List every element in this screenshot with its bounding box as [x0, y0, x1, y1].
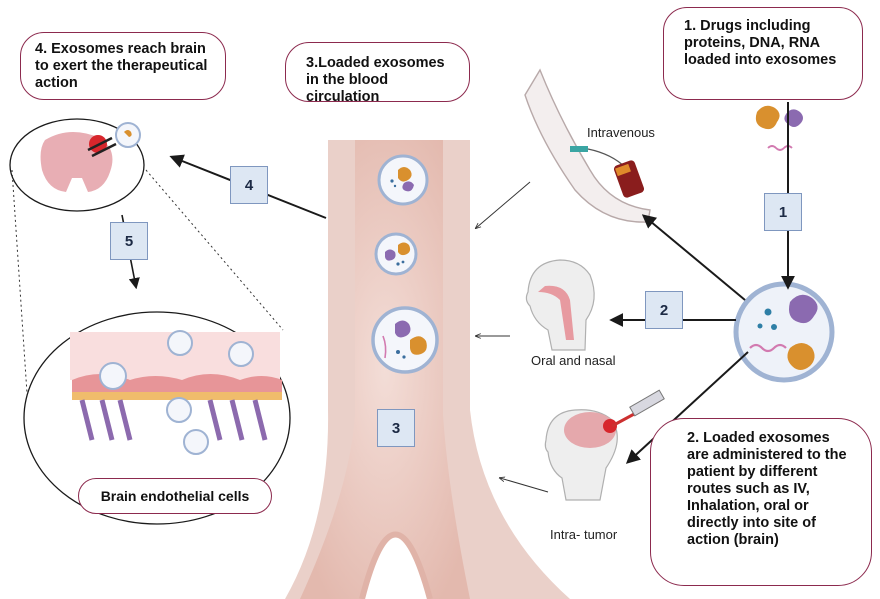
- callout-step-1: 1. Drugs including proteins, DNA, RNA lo…: [663, 7, 863, 100]
- callout-step-3: 3.Loaded exosomes in the blood circulati…: [285, 42, 470, 105]
- vessel-exosome-1: [377, 154, 429, 206]
- loaded-exosome: [733, 281, 835, 383]
- step-box-4: 4: [230, 166, 268, 204]
- brain-circle: [9, 118, 145, 212]
- vessel-exosome-2: [374, 232, 418, 276]
- step-box-5: 5: [110, 222, 148, 260]
- label-brain-endothelial-cells: Brain endothelial cells: [78, 478, 272, 514]
- label-oral-nasal: Oral and nasal: [531, 353, 616, 368]
- zoom-lines: [11, 169, 284, 409]
- step-box-2: 2: [645, 291, 683, 329]
- callout-step-4: 4. Exosomes reach brain to exert the the…: [20, 32, 226, 100]
- step-box-3: 3: [377, 409, 415, 447]
- label-intra-tumor: Intra- tumor: [550, 527, 618, 542]
- intra-tumor-head: [544, 389, 665, 501]
- oral-nasal-head: [525, 259, 595, 351]
- blood-vessel: [285, 140, 570, 599]
- endothelial-circle: [23, 311, 291, 525]
- callout-step-2: 2. Loaded exosomes are administered to t…: [650, 418, 872, 586]
- label-intravenous: Intravenous: [587, 125, 655, 140]
- payload-molecules: [755, 105, 803, 151]
- intravenous-arm: [524, 68, 651, 223]
- step-box-1: 1: [764, 193, 802, 231]
- vessel-exosome-3: [371, 306, 439, 374]
